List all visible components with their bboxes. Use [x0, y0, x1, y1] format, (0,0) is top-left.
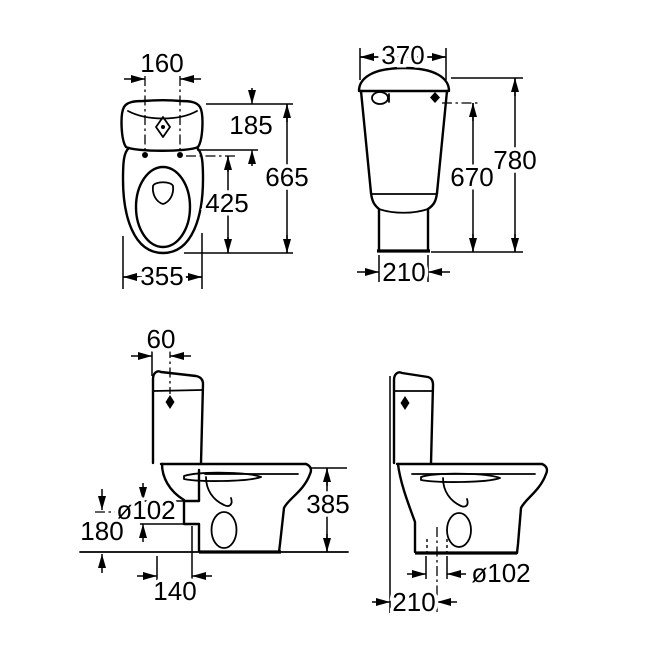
dim-label-210-front: 210	[382, 257, 425, 287]
fixing-hole-right	[177, 152, 183, 158]
side2-outlet-hole-edges	[426, 539, 448, 552]
dim-label-210-side: 210	[392, 587, 435, 617]
side2-seat-section-lens	[420, 472, 501, 483]
dim-label-425: 425	[205, 188, 248, 218]
plan-fixing-centerlines	[144, 76, 236, 157]
dim-label-370: 370	[381, 40, 424, 70]
dim-140-extension-lines	[156, 526, 193, 582]
side1-back-curve	[160, 462, 186, 502]
plan-bowl-outline	[121, 146, 205, 255]
front-right-fixing-mark	[430, 92, 440, 103]
side1-trap-water-outline	[210, 511, 238, 549]
side2-front-profile	[515, 462, 549, 555]
plan-seat-opening	[134, 165, 192, 249]
side1-cistern-outline	[151, 370, 205, 465]
dim-label-180: 180	[80, 516, 123, 546]
side1-seat-section-lens	[183, 471, 262, 482]
front-view: 370 670 780 210	[357, 37, 540, 291]
side1-front-profile	[277, 462, 313, 554]
side1-flush-button-icon	[165, 395, 175, 409]
side2-flush-button-icon	[400, 396, 410, 410]
dim-label-140: 140	[153, 576, 196, 606]
side-view-horizontal-outlet: 60 ø102 180 140 385	[77, 321, 353, 610]
dim-102a-extension-lines	[140, 500, 183, 525]
dim-label-102-vertical: ø102	[471, 558, 530, 588]
dim-185-extension-lines	[197, 103, 293, 151]
dim-label-780: 780	[493, 145, 536, 175]
plan-view: 160 185 665 425 355	[120, 45, 312, 295]
front-cistern-sides	[359, 89, 449, 195]
side2-flush-channel-hook	[442, 477, 469, 508]
side-view-vertical-outlet: ø102 210	[372, 371, 549, 621]
dim-label-670: 670	[450, 162, 493, 192]
side2-trap-water-outline	[446, 512, 472, 548]
plan-flush-inlet-shield	[151, 181, 175, 205]
side2-back-profile	[396, 462, 417, 554]
plan-cistern-outline	[120, 99, 204, 152]
side2-cistern-outline	[392, 371, 435, 465]
dim-label-385: 385	[306, 489, 349, 519]
plan-flush-button-center	[161, 125, 165, 129]
fixing-hole-left	[142, 152, 148, 158]
plan-flush-button-icon	[155, 116, 171, 138]
side1-flush-channel-hook	[205, 476, 233, 507]
front-left-fixing-hole	[371, 91, 389, 105]
front-bowl-sides	[369, 191, 439, 252]
dim-label-355: 355	[140, 261, 183, 291]
dim-label-185: 185	[229, 110, 272, 140]
side1-outlet-spigot	[182, 468, 201, 553]
dim-label-102-horizontal: ø102	[116, 495, 175, 525]
dim-label-665: 665	[265, 162, 308, 192]
front-pedestal-curve	[378, 208, 429, 214]
dim-label-160: 160	[140, 48, 183, 78]
side1-cistern-lid-line	[153, 389, 203, 392]
dim-label-60: 60	[147, 324, 176, 354]
front-cistern-lid	[357, 66, 451, 93]
